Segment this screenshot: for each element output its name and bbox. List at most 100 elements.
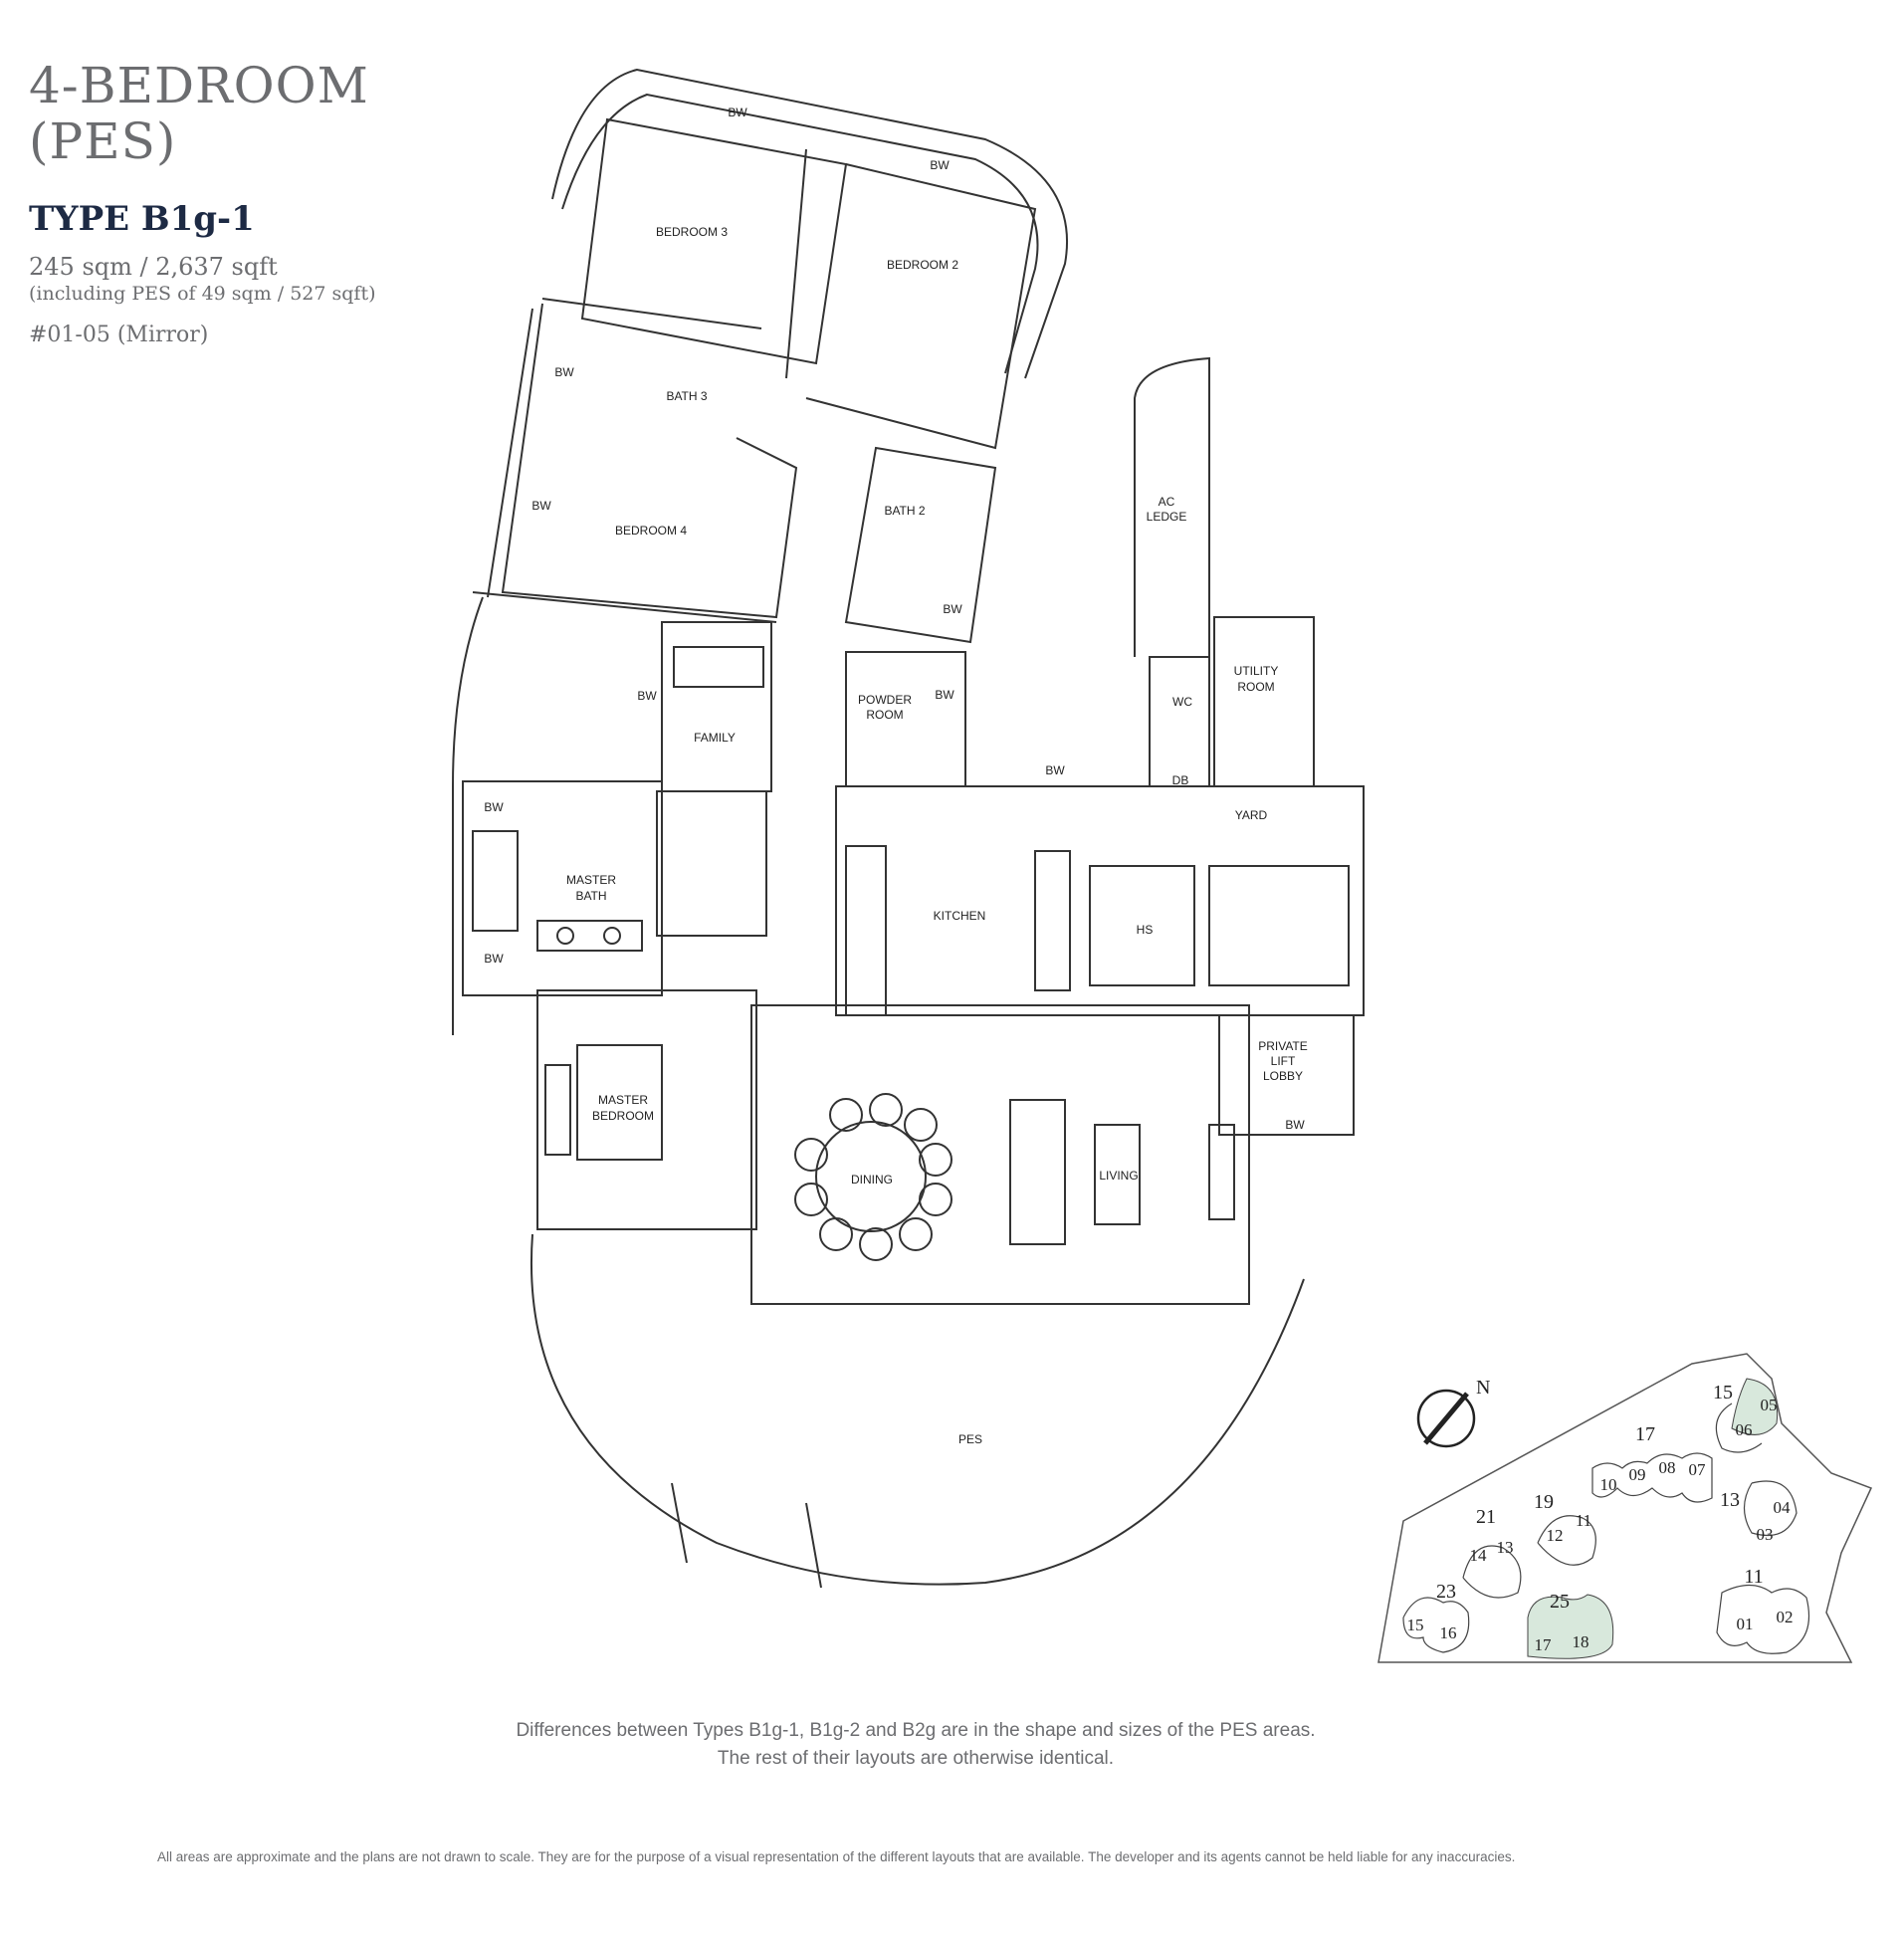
unit-02: 02 — [1777, 1608, 1794, 1626]
unit-07: 07 — [1689, 1460, 1707, 1479]
site-block-11 — [1716, 1584, 1810, 1654]
highlight-block-05 — [1731, 1378, 1779, 1435]
label-master-bath-1: MASTER — [566, 873, 616, 887]
label-lift-3: LOBBY — [1263, 1069, 1303, 1083]
pes-planter — [805, 1502, 822, 1589]
label-bw: BW — [1285, 1118, 1305, 1132]
title-line-2: (PES) — [29, 112, 177, 170]
unit-08: 08 — [1659, 1458, 1676, 1477]
dining-chair — [819, 1217, 853, 1251]
bedroom4-bw — [487, 308, 533, 598]
unit-11: 11 — [1576, 1511, 1591, 1530]
site-block-23 — [1402, 1597, 1470, 1653]
dining-chair — [869, 1093, 903, 1127]
coffee-table — [1094, 1124, 1141, 1225]
unit-13: 13 — [1497, 1538, 1514, 1557]
site-block-17 — [1591, 1452, 1713, 1503]
unit-17: 17 — [1535, 1635, 1553, 1654]
label-ac-ledge-2: LEDGE — [1147, 510, 1187, 524]
pes-step — [671, 1482, 688, 1564]
label-bw: BW — [554, 365, 574, 379]
site-block — [1715, 1403, 1763, 1453]
label-yard: YARD — [1235, 808, 1268, 822]
block-number-13: 13 — [1720, 1489, 1740, 1511]
unit-type: TYPE B1g-1 — [29, 199, 255, 239]
label-bw: BW — [930, 158, 950, 172]
dining-living-outline — [750, 1004, 1250, 1305]
site-block-21 — [1462, 1545, 1522, 1599]
label-kitchen: KITCHEN — [934, 909, 986, 923]
label-powder-1: POWDER — [858, 693, 912, 707]
label-dining: DINING — [851, 1173, 893, 1187]
family-area — [661, 621, 772, 792]
label-bw: BW — [943, 602, 962, 616]
basin-left — [556, 927, 574, 945]
label-bw: BW — [484, 800, 504, 814]
label-bedroom4: BEDROOM 4 — [615, 524, 687, 538]
basin-right — [603, 927, 621, 945]
unit-03: 03 — [1757, 1525, 1774, 1544]
ac-ledge-outline — [1134, 356, 1210, 662]
bedroom4-outline — [501, 303, 798, 619]
unit-14: 14 — [1470, 1546, 1488, 1565]
label-wc: WC — [1172, 695, 1192, 709]
kitchen-counter — [845, 845, 887, 1016]
wardrobe-wall — [785, 148, 807, 379]
label-bw: BW — [484, 952, 504, 966]
dining-chair — [794, 1183, 828, 1216]
title-line-1: 4-BEDROOM — [29, 57, 369, 114]
block-number-17: 17 — [1635, 1423, 1655, 1445]
site-plan: N 15 17 19 21 13 11 23 25 05 06 10 — [1377, 1353, 1873, 1663]
label-ac-ledge-1: AC — [1159, 495, 1175, 509]
label-family: FAMILY — [694, 731, 736, 745]
upper-bedrooms-outline — [580, 117, 848, 365]
label-master-bed-2: BEDROOM — [592, 1109, 654, 1123]
site-block-13 — [1743, 1480, 1798, 1537]
label-bw: BW — [728, 106, 747, 119]
unit-10: 10 — [1600, 1475, 1617, 1494]
bath3-wall — [541, 298, 762, 329]
label-living: LIVING — [1099, 1169, 1138, 1183]
block-number-23: 23 — [1436, 1581, 1456, 1603]
label-bw: BW — [531, 499, 551, 513]
label-lift-2: LIFT — [1271, 1054, 1296, 1068]
bath2-outline — [844, 446, 997, 644]
master-bedroom-outline — [536, 989, 757, 1230]
utility-room-outline — [1213, 616, 1315, 787]
left-curved-wall — [452, 596, 484, 1035]
note-line-1: Differences between Types B1g-1, B1g-2 a… — [516, 1720, 1316, 1741]
block-number-15: 15 — [1713, 1382, 1733, 1404]
block-number-21: 21 — [1476, 1506, 1496, 1528]
bedroom4-sill — [472, 591, 777, 623]
unit-04: 04 — [1774, 1498, 1792, 1517]
unit-number: #01-05 (Mirror) — [29, 323, 209, 347]
block-number-19: 19 — [1534, 1491, 1554, 1513]
label-bath3: BATH 3 — [666, 389, 707, 403]
dining-chair — [829, 1098, 863, 1132]
master-bath-outline — [462, 780, 663, 996]
dining-table — [815, 1121, 927, 1232]
unit-12: 12 — [1547, 1526, 1564, 1545]
unit-18: 18 — [1573, 1632, 1589, 1651]
master-bed — [576, 1044, 663, 1161]
north-label: N — [1476, 1377, 1490, 1399]
bathtub — [472, 830, 519, 932]
label-master-bath-2: BATH — [575, 889, 606, 903]
header: 4-BEDROOM (PES) TYPE B1g-1 245 sqm / 2,6… — [29, 58, 376, 347]
family-sofa — [673, 646, 764, 688]
note-line-2: The rest of their layouts are otherwise … — [717, 1748, 1115, 1769]
yard-store — [1208, 865, 1350, 986]
highlight-block-25 — [1527, 1594, 1614, 1659]
top-curved-wall-inner — [561, 93, 1039, 374]
label-utility-1: UTILITY — [1234, 664, 1279, 678]
walk-in-wardrobe — [656, 790, 767, 937]
label-bedroom2: BEDROOM 2 — [887, 258, 958, 272]
household-shelter — [1089, 865, 1195, 986]
dining-chair — [899, 1217, 933, 1251]
unit-area: 245 sqm / 2,637 sqft — [29, 253, 278, 281]
kitchen-island — [1034, 850, 1071, 991]
label-powder-2: ROOM — [866, 708, 903, 722]
label-bedroom3: BEDROOM 3 — [656, 225, 728, 239]
site-boundary — [1377, 1353, 1873, 1663]
dining-chair — [794, 1138, 828, 1172]
